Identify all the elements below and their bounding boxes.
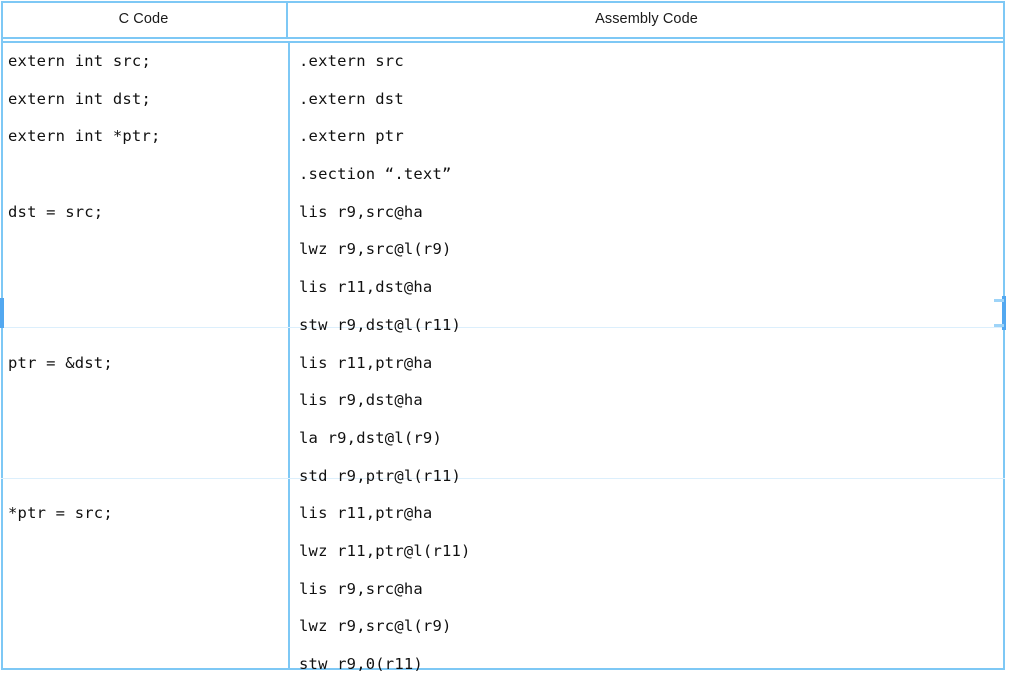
assembly-code-line: lis r9,dst@ha: [299, 382, 1005, 420]
assembly-code-cell: .extern src.extern dst.extern ptr.sectio…: [290, 43, 1005, 670]
right-edge-tick-bottom: [994, 324, 1004, 327]
c-code-line: [8, 533, 288, 571]
right-edge-tick-top: [994, 299, 1004, 302]
assembly-code-line: lis r11,ptr@ha: [299, 495, 1005, 533]
left-edge-accent: [0, 298, 4, 328]
column-header-c-code: C Code: [1, 1, 288, 37]
assembly-code-line: .extern dst: [299, 81, 1005, 119]
c-code-line: [8, 269, 288, 307]
c-code-line: extern int src;: [8, 43, 288, 81]
assembly-code-line: .section “.text”: [299, 156, 1005, 194]
assembly-code-line: .extern ptr: [299, 118, 1005, 156]
assembly-code-line: stw r9,dst@l(r11): [299, 307, 1005, 345]
table-body: extern int src;extern int dst;extern int…: [1, 43, 1005, 670]
c-code-line: [8, 156, 288, 194]
assembly-code-line: lis r11,dst@ha: [299, 269, 1005, 307]
assembly-code-line: std r9,ptr@l(r11): [299, 458, 1005, 496]
c-code-line: [8, 458, 288, 496]
assembly-code-line: lwz r11,ptr@l(r11): [299, 533, 1005, 571]
c-code-line: extern int dst;: [8, 81, 288, 119]
c-code-line: [8, 608, 288, 646]
c-code-line: [8, 307, 288, 345]
assembly-code-line: stw r9,0(r11): [299, 646, 1005, 684]
assembly-code-line: lis r11,ptr@ha: [299, 345, 1005, 383]
table-header-row: C Code Assembly Code: [1, 1, 1005, 37]
c-code-line: [8, 231, 288, 269]
header-rule-upper: [1, 37, 1005, 39]
c-code-line: *ptr = src;: [8, 495, 288, 533]
assembly-code-line: lis r9,src@ha: [299, 571, 1005, 609]
c-code-line: [8, 382, 288, 420]
assembly-code-line: .extern src: [299, 43, 1005, 81]
assembly-code-line: lwz r9,src@l(r9): [299, 231, 1005, 269]
c-code-line: [8, 646, 288, 684]
c-code-line: [8, 571, 288, 609]
column-header-assembly-code: Assembly Code: [288, 1, 1005, 37]
c-code-line: [8, 420, 288, 458]
assembly-code-line: la r9,dst@l(r9): [299, 420, 1005, 458]
assembly-code-line: lis r9,src@ha: [299, 194, 1005, 232]
c-code-cell: extern int src;extern int dst;extern int…: [1, 43, 288, 670]
c-code-line: ptr = &dst;: [8, 345, 288, 383]
c-code-line: extern int *ptr;: [8, 118, 288, 156]
assembly-code-line: lwz r9,src@l(r9): [299, 608, 1005, 646]
c-code-line: dst = src;: [8, 194, 288, 232]
